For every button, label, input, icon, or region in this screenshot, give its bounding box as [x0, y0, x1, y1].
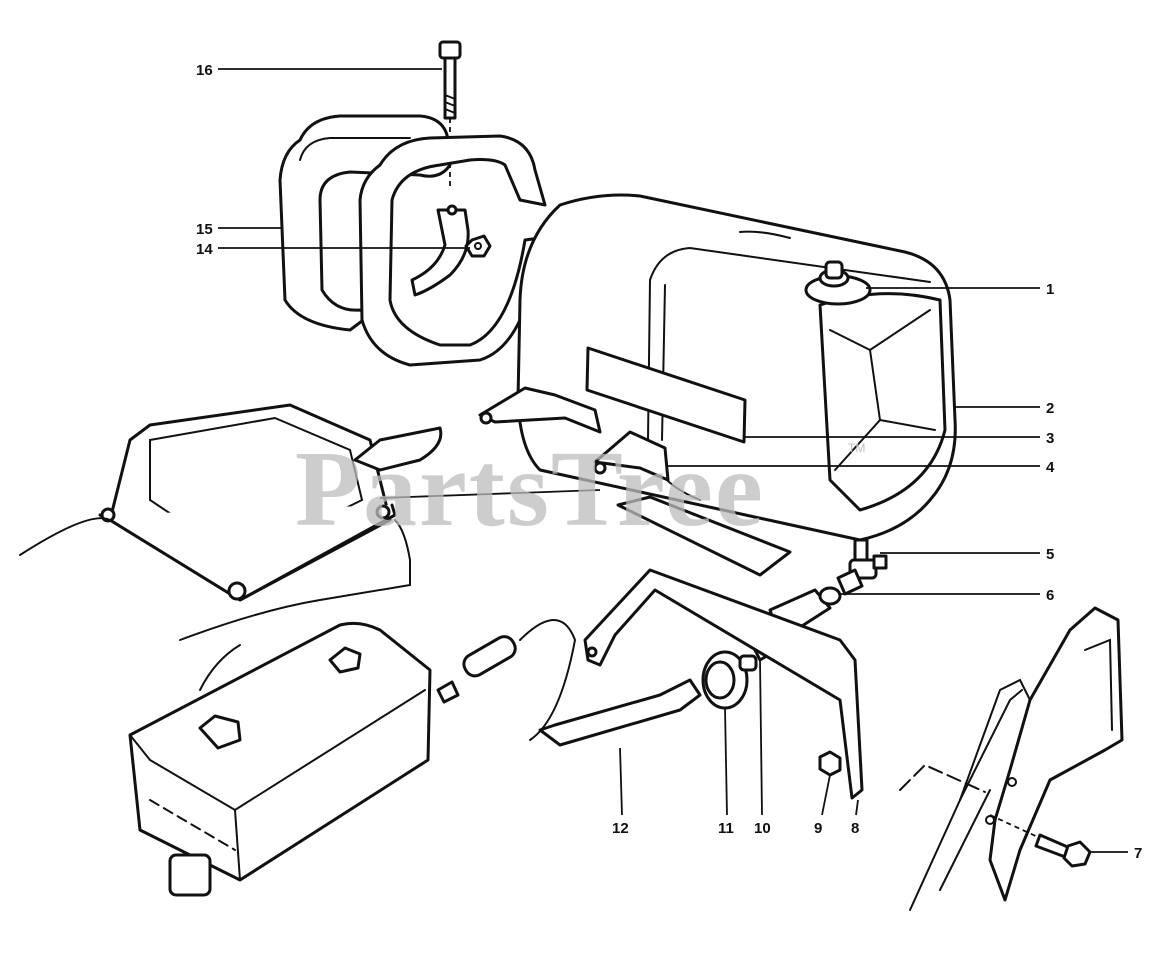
- partstree-watermark: PartsTree TM: [295, 430, 865, 549]
- part-4-bracket: [478, 386, 670, 482]
- callout-7: 7: [1134, 845, 1142, 862]
- part-8-bracket: [583, 568, 864, 800]
- callout-2: 2: [1046, 400, 1054, 417]
- part-6-clamp: [818, 586, 842, 606]
- callout-12: 12: [612, 820, 629, 837]
- callout-5: 5: [1046, 546, 1054, 563]
- callout-11: 11: [718, 820, 734, 837]
- callout-16: 16: [196, 62, 213, 79]
- watermark-tm: TM: [848, 441, 865, 455]
- oil-tank: [128, 621, 432, 897]
- watermark-text: PartsTree: [295, 430, 765, 549]
- callout-8: 8: [851, 820, 859, 837]
- callout-3: 3: [1046, 430, 1054, 447]
- callouts: 16 15 14 1 2 3 4 5 6 7 8 9 10 11 12: [196, 62, 1142, 862]
- part-3-pad: [585, 346, 747, 444]
- callout-6: 6: [1046, 587, 1054, 604]
- part-16-bolt: [438, 40, 462, 190]
- part-5-valve: [836, 538, 888, 596]
- engine-shroud: [19, 403, 601, 691]
- part-9-nut: [818, 750, 842, 777]
- callout-10: 10: [754, 820, 771, 837]
- callout-14: 14: [196, 241, 213, 258]
- leader-lines: [218, 68, 1128, 853]
- part-11-fuel-filter: [701, 650, 758, 710]
- callout-1: 1: [1046, 281, 1054, 298]
- lower-pad: [616, 495, 792, 577]
- chassis-frame: [899, 606, 1124, 911]
- callout-9: 9: [814, 820, 822, 837]
- front-strap: [358, 134, 547, 367]
- callout-15: 15: [196, 221, 213, 238]
- callout-4: 4: [1046, 459, 1055, 476]
- part-14-nut: [464, 234, 492, 258]
- part-7-bolt: [989, 814, 1092, 868]
- part-1-fuel-cap: [804, 260, 872, 306]
